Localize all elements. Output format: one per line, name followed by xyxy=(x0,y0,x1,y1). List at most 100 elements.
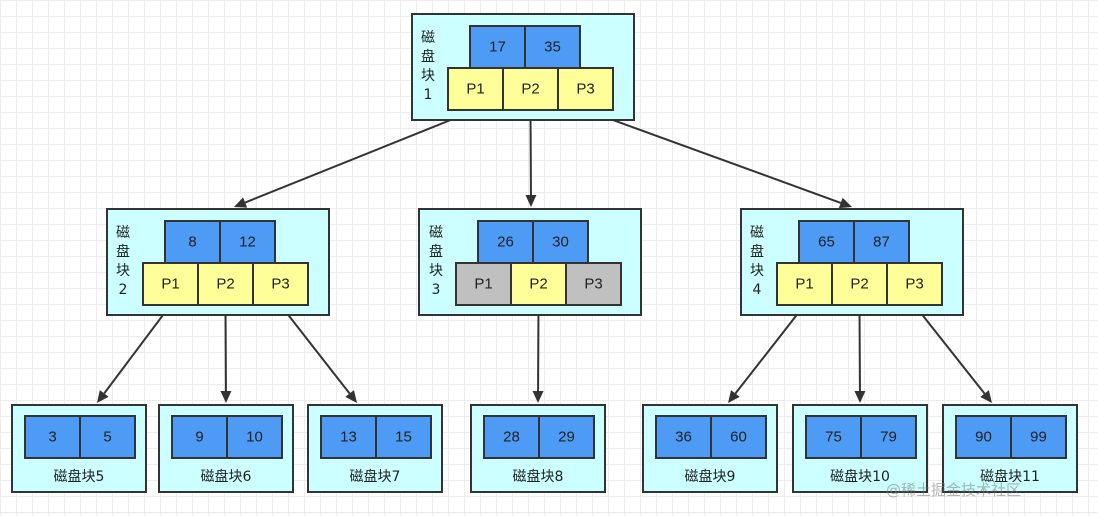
disk-block-7-key-value: 13 xyxy=(340,429,357,446)
disk-block-2-key-value: 8 xyxy=(188,234,196,251)
edge-block2-p3-arrowhead xyxy=(345,390,357,403)
disk-block-11-key-value: 99 xyxy=(1030,429,1047,446)
disk-block-4-key-cell xyxy=(853,220,910,264)
disk-block-8: 28 29 磁盘块8 xyxy=(470,404,606,493)
disk-block-1-key-value: 17 xyxy=(489,39,506,56)
disk-block-11-key-value: 90 xyxy=(975,429,992,446)
disk-block-2-label-char: 盘 xyxy=(116,243,130,260)
disk-block-1-pointer-label: P3 xyxy=(576,81,594,98)
disk-block-6: 9 10 磁盘块6 xyxy=(158,404,294,493)
edge-root-p3-arrowhead xyxy=(838,197,852,209)
edge-root-p3 xyxy=(585,109,842,204)
disk-block-3-pointer-label: P1 xyxy=(474,276,492,293)
disk-block-3-key-value: 26 xyxy=(497,234,514,251)
edge-block4-p3-arrowhead xyxy=(980,390,992,403)
edge-block2-p2-arrowhead xyxy=(220,390,232,403)
disk-block-2-label-char: 2 xyxy=(119,282,128,298)
tree-edges xyxy=(97,109,992,403)
disk-block-5: 3 5 磁盘块5 xyxy=(11,404,147,493)
disk-block-7: 13 15 磁盘块7 xyxy=(307,404,443,493)
disk-block-9-key-value: 60 xyxy=(730,429,747,446)
disk-block-4-label-char: 盘 xyxy=(750,243,764,260)
disk-block-8-label: 磁盘块8 xyxy=(513,468,564,485)
disk-block-4-label-char: 磁 xyxy=(750,225,764,241)
disk-block-5-key-value: 5 xyxy=(103,429,111,446)
edge-block4-p3 xyxy=(913,304,986,395)
disk-block-9-label: 磁盘块9 xyxy=(685,468,736,485)
disk-block-9: 36 60 磁盘块9 xyxy=(642,404,778,493)
disk-block-3-pointer-label: P3 xyxy=(584,276,602,293)
disk-block-2-key-cell xyxy=(164,220,221,264)
disk-block-9-key-value: 36 xyxy=(675,429,692,446)
edge-root-p2-arrowhead xyxy=(525,194,537,207)
disk-block-4-label-char: 块 xyxy=(750,263,764,279)
disk-block-6-key-value: 9 xyxy=(195,429,203,446)
disk-block-2-pointer-cell xyxy=(197,262,254,306)
disk-block-8-key-value: 28 xyxy=(503,429,520,446)
edge-root-p1 xyxy=(244,109,476,204)
disk-block-9-key-cell xyxy=(710,415,767,459)
disk-block-8-key-cell xyxy=(538,415,595,459)
disk-block-3-key-cell xyxy=(532,220,589,264)
disk-block-8-key-cell xyxy=(483,415,540,459)
disk-block-10-key-value: 75 xyxy=(825,429,842,446)
disk-block-2-pointer-label: P3 xyxy=(271,276,289,293)
disk-block-2-pointer-label: P2 xyxy=(216,276,234,293)
disk-block-1-pointer-cell xyxy=(502,67,559,111)
disk-block-3-label-char: 盘 xyxy=(429,243,443,260)
disk-block-6-key-cell xyxy=(226,415,283,459)
edge-block4-p1 xyxy=(734,304,806,395)
disk-block-7-label: 磁盘块7 xyxy=(350,468,401,485)
disk-block-1-label-char: 磁 xyxy=(421,30,435,46)
disk-block-7-key-cell xyxy=(375,415,432,459)
disk-block-4-label-char: 4 xyxy=(753,282,762,298)
edge-block4-p2-arrowhead xyxy=(854,390,866,403)
disk-block-8-key-value: 29 xyxy=(558,429,575,446)
disk-block-4-key-value: 87 xyxy=(873,234,890,251)
disk-block-10: 75 79 磁盘块10 xyxy=(792,404,928,493)
disk-block-1-label-char: 块 xyxy=(421,68,435,84)
disk-block-11: 90 99 磁盘块11 xyxy=(942,404,1078,493)
disk-block-4-pointer-label: P3 xyxy=(905,276,923,293)
disk-block-5-key-value: 3 xyxy=(48,429,56,446)
disk-block-5-key-cell xyxy=(79,415,136,459)
edge-block2-p1 xyxy=(103,304,172,394)
disk-block-1-label-char: 盘 xyxy=(421,48,435,65)
disk-block-1-key-value: 35 xyxy=(544,39,561,56)
disk-block-1-pointer-label: P2 xyxy=(521,81,539,98)
disk-block-2-label-char: 磁 xyxy=(116,225,130,241)
disk-block-1-pointer-label: P1 xyxy=(466,81,484,98)
disk-block-3-label-char: 3 xyxy=(432,282,441,298)
disk-block-3-key-value: 30 xyxy=(552,234,569,251)
disk-block-6-key-value: 10 xyxy=(246,429,263,446)
disk-block-4-pointer-label: P2 xyxy=(850,276,868,293)
disk-block-5-label: 磁盘块5 xyxy=(54,468,105,485)
disk-block-3-key-cell xyxy=(477,220,534,264)
disk-block-3-label-char: 块 xyxy=(429,263,443,279)
disk-block-1-pointer-cell xyxy=(557,67,614,111)
disk-block-11-key-cell xyxy=(1010,415,1067,459)
disk-block-10-key-value: 79 xyxy=(880,429,897,446)
disk-block-4-pointer-label: P1 xyxy=(795,276,813,293)
disk-block-6-key-cell xyxy=(171,415,228,459)
disk-block-2-pointer-label: P1 xyxy=(161,276,179,293)
disk-block-2-key-value: 12 xyxy=(239,234,256,251)
edge-root-p1-arrowhead xyxy=(234,197,248,208)
disk-block-10-label: 磁盘块10 xyxy=(830,468,890,485)
disk-block-6-label: 磁盘块6 xyxy=(201,468,252,485)
edge-block2-p1-arrowhead xyxy=(97,390,109,403)
edge-block2-p3 xyxy=(279,304,351,395)
disk-block-7-key-value: 15 xyxy=(395,429,412,446)
disk-block-10-key-cell xyxy=(860,415,917,459)
disk-block-3-pointer-cell xyxy=(455,262,512,306)
edge-block3-p2-arrowhead xyxy=(532,390,544,403)
disk-block-3-pointer-label: P2 xyxy=(529,276,547,293)
disk-block-11-label: 磁盘块11 xyxy=(980,468,1040,485)
disk-block-1-label-char: 1 xyxy=(424,87,433,103)
